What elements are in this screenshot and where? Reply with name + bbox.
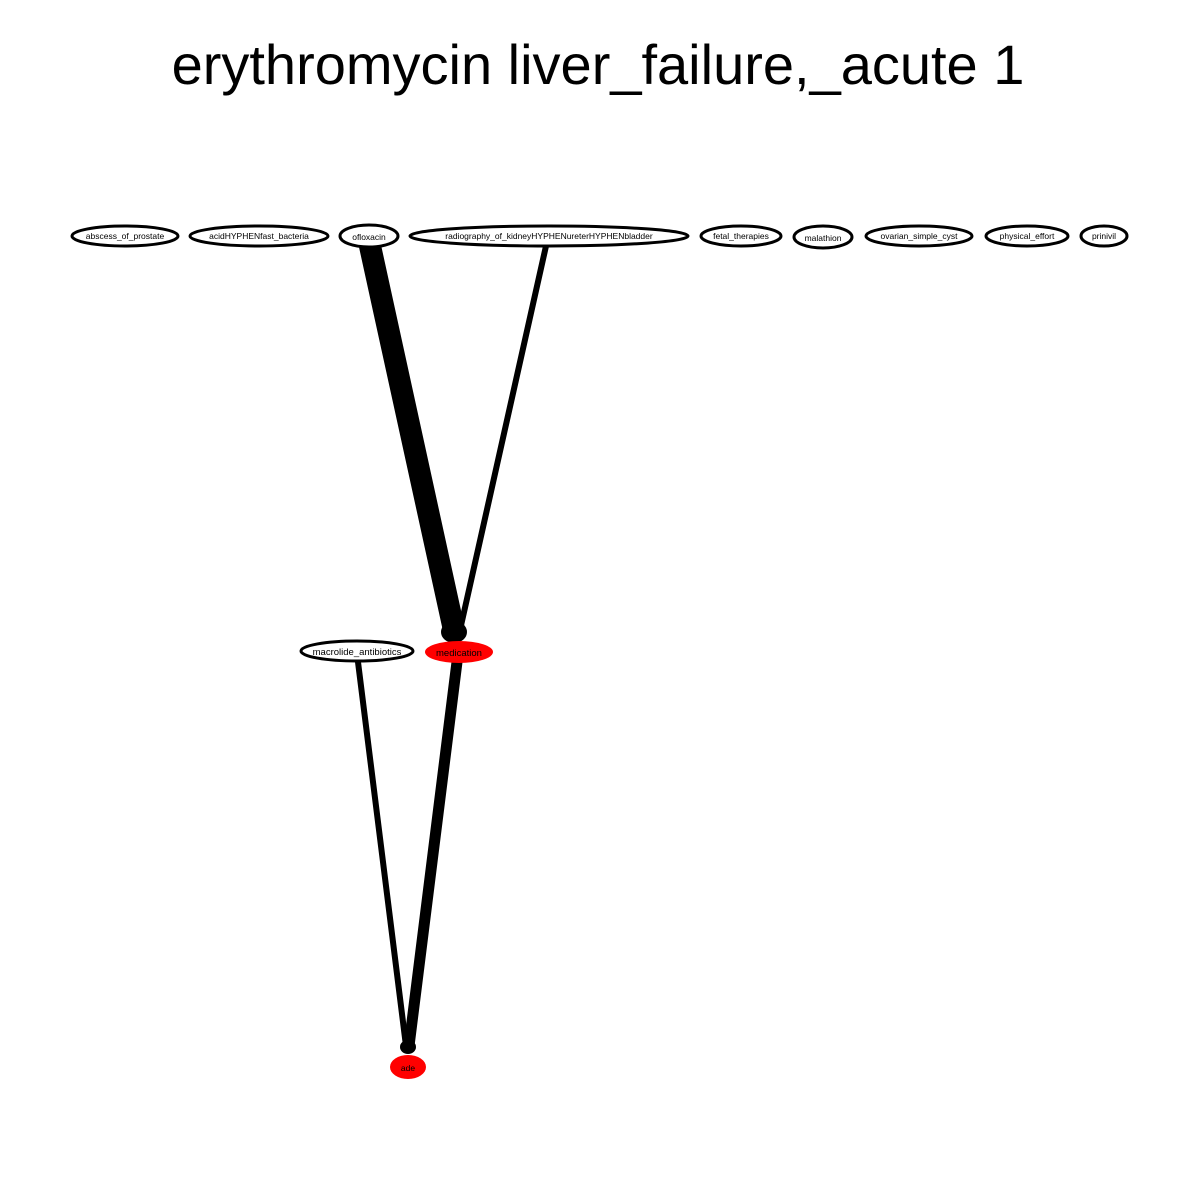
node-label: fetal_therapies xyxy=(713,231,769,241)
edge-radiography-to-medication xyxy=(457,243,549,633)
edge-ofloxacin-to-medication xyxy=(359,235,465,641)
node-label: macrolide_antibiotics xyxy=(313,647,402,658)
arrowhead-medication xyxy=(441,621,467,643)
node-label: physical_effort xyxy=(1000,231,1055,241)
node-malathion[interactable]: malathion xyxy=(792,224,854,250)
node-abscess-of-prostate[interactable]: abscess_of_prostate xyxy=(70,224,180,248)
node-layer: abscess_of_prostate acidHYPHENfast_bacte… xyxy=(70,223,1129,1079)
node-radiography-of-kidney-ureter-bladder[interactable]: radiography_of_kidneyHYPHENureterHYPHENb… xyxy=(408,224,690,248)
edge-layer xyxy=(355,235,549,1054)
node-acid-fast-bacteria[interactable]: acidHYPHENfast_bacteria xyxy=(188,224,330,248)
node-label: ovarian_simple_cyst xyxy=(880,231,958,241)
node-ovarian-simple-cyst[interactable]: ovarian_simple_cyst xyxy=(864,224,974,248)
node-label: prinivil xyxy=(1092,231,1116,241)
arrowhead-ade xyxy=(400,1040,416,1054)
node-label: medication xyxy=(436,648,482,659)
node-ofloxacin[interactable]: ofloxacin xyxy=(338,223,400,249)
node-fetal-therapies[interactable]: fetal_therapies xyxy=(699,224,783,248)
node-medication[interactable]: medication xyxy=(425,641,493,663)
node-label: ade xyxy=(401,1063,415,1073)
node-label: malathion xyxy=(805,233,842,243)
node-label: radiography_of_kidneyHYPHENureterHYPHENb… xyxy=(445,231,653,241)
node-macrolide-antibiotics[interactable]: macrolide_antibiotics xyxy=(299,639,415,663)
node-prinivil[interactable]: prinivil xyxy=(1079,224,1129,248)
node-ade[interactable]: ade xyxy=(390,1055,426,1079)
node-label: ofloxacin xyxy=(352,232,386,242)
node-label: abscess_of_prostate xyxy=(86,231,165,241)
graph-title: erythromycin liver_failure,_acute 1 xyxy=(172,33,1025,96)
node-physical-effort[interactable]: physical_effort xyxy=(984,224,1070,248)
edge-medication-to-ade xyxy=(403,656,463,1052)
node-label: acidHYPHENfast_bacteria xyxy=(209,231,309,241)
edge-macrolide-antibiotics-to-ade xyxy=(355,659,409,1049)
